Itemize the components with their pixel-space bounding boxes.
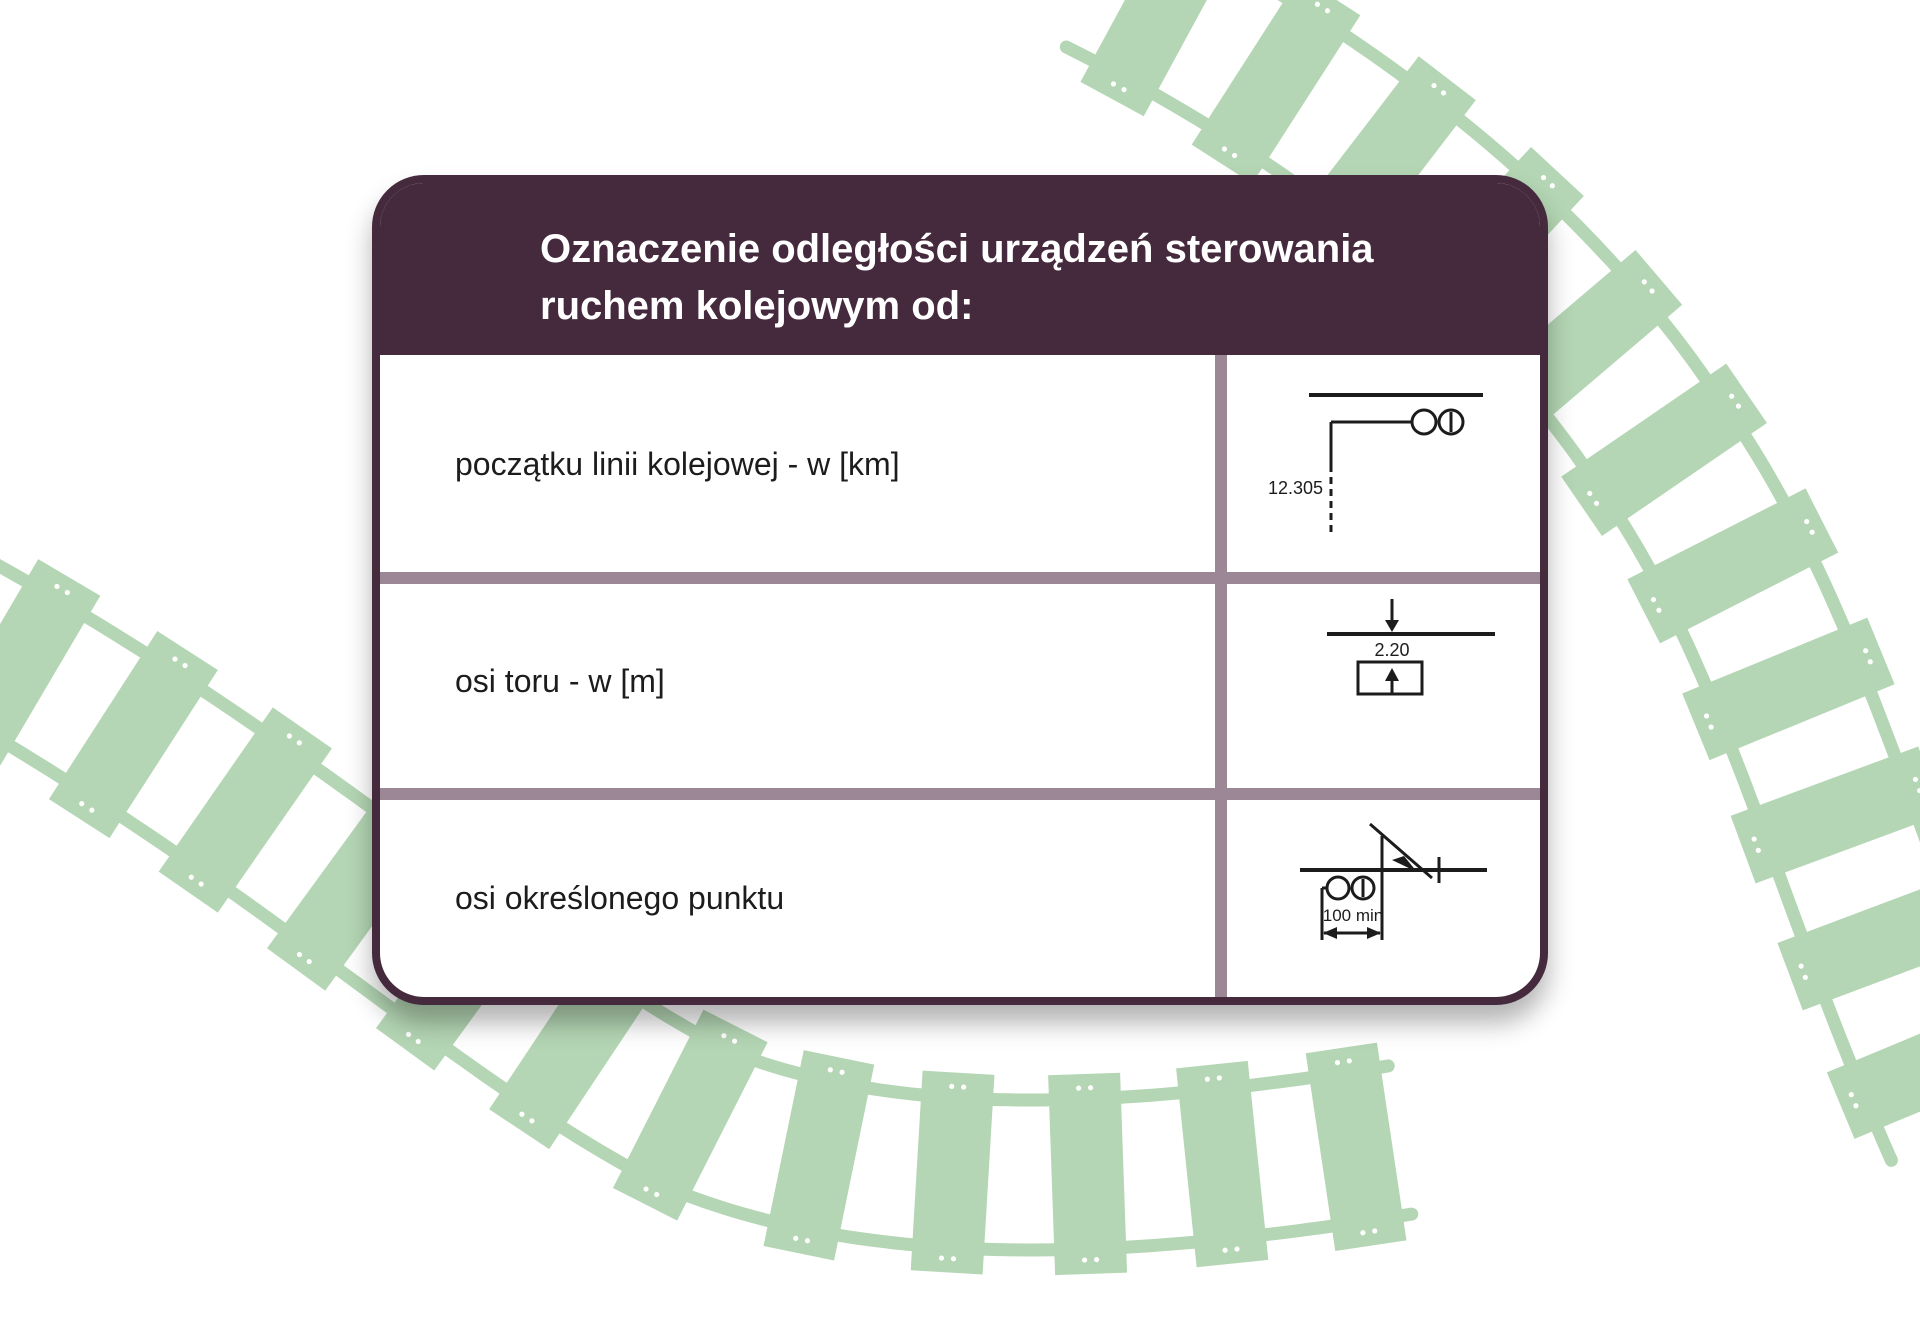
row-label-point-axis: osi określonego punktu bbox=[455, 880, 785, 916]
railway-tie bbox=[1191, 0, 1361, 184]
railway-tie bbox=[910, 1070, 995, 1275]
row-divider-2 bbox=[380, 788, 1540, 800]
railway-tie bbox=[48, 631, 218, 839]
railway-tie bbox=[1080, 0, 1240, 117]
railway-tie bbox=[1682, 617, 1895, 761]
railway-rails bbox=[0, 0, 1920, 1257]
column-divider bbox=[1215, 355, 1227, 997]
row-divider-1 bbox=[380, 572, 1540, 584]
symbol-line-start-distance: 12.305 bbox=[1268, 393, 1483, 535]
railway-tie bbox=[0, 559, 101, 769]
row-label-track-axis: osi toru - w [m] bbox=[455, 663, 665, 699]
card-title: Oznaczenie odległości urządzeń sterowani… bbox=[540, 227, 1374, 328]
railway-tie bbox=[1561, 363, 1767, 537]
railway-tie bbox=[158, 707, 332, 913]
rail bbox=[0, 558, 1395, 1107]
railway-tie bbox=[1176, 1060, 1269, 1268]
railway-ties bbox=[0, 0, 1920, 1276]
rail bbox=[1277, 0, 1920, 843]
row-label-line-start: początku linii kolejowej - w [km] bbox=[455, 446, 900, 482]
symbol-value-m: 2.20 bbox=[1374, 640, 1409, 660]
railway-tie bbox=[1048, 1072, 1128, 1276]
symbol-track-axis-distance: 2.20 bbox=[1327, 599, 1495, 696]
symbol-value-min: 100 min bbox=[1323, 906, 1383, 925]
railway-tie bbox=[612, 1009, 768, 1221]
railway-tie bbox=[1826, 995, 1920, 1139]
railway-tie bbox=[1777, 872, 1920, 1011]
railway-tie bbox=[1305, 1042, 1407, 1252]
card-header: Oznaczenie odległości urządzeń sterowani… bbox=[380, 183, 1540, 355]
rail bbox=[0, 732, 1419, 1257]
legend-card: Oznaczenie odległości urządzeń sterowani… bbox=[372, 175, 1548, 1005]
rail bbox=[1059, 40, 1898, 1167]
railway-tie bbox=[763, 1050, 875, 1261]
railway-tie bbox=[1627, 488, 1839, 644]
symbol-value-km: 12.305 bbox=[1268, 478, 1323, 498]
symbol-point-axis-distance: 100 min bbox=[1300, 822, 1487, 940]
